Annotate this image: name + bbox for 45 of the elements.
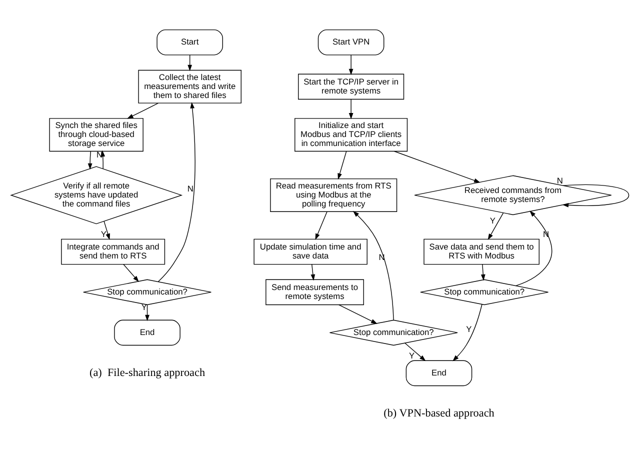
arrow [338, 150, 347, 180]
arrow [480, 264, 486, 281]
node-box: End [406, 360, 472, 386]
arrow [127, 102, 159, 119]
edge-label: Y [409, 350, 415, 360]
edge-label: Y [466, 324, 472, 334]
node-box: End [114, 320, 180, 346]
edge-label: N [187, 184, 194, 194]
arrow [348, 54, 354, 76]
node-box: Start [156, 29, 223, 56]
node-box: Start the TCP/IP server in remote systems [298, 74, 404, 100]
node-box: Save data and send them to RTS with Modbus [424, 238, 540, 265]
arrow [348, 99, 354, 120]
arrow [352, 210, 394, 320]
label: (b) VPN-based approach [384, 407, 494, 420]
arrow [452, 304, 482, 362]
arrow [310, 264, 316, 281]
arrow [188, 54, 192, 72]
arrow [104, 221, 110, 240]
node-box: Read measurements from RTS using Modbus at the polling frequency [270, 178, 398, 212]
arrow [145, 304, 150, 322]
node-box: Update simulation time and save data [254, 238, 368, 265]
node-box: Start VPN [318, 29, 384, 56]
arrow [158, 102, 196, 282]
arrow [488, 212, 504, 240]
node-box: Collect the latest measurements and write them to shared files [138, 70, 242, 104]
node-box: Send measurements to remote systems [266, 279, 364, 306]
edge-label: Y [100, 228, 106, 239]
node-box: Initialize and start Modbus and TCP/IP clients in communication interface [294, 118, 408, 152]
arrow [515, 210, 552, 286]
node-diamond: Stop communication? [420, 279, 549, 306]
edge-label: Y [490, 216, 496, 226]
arrow [338, 304, 378, 324]
label: (a) File-sharing approach [89, 366, 206, 379]
node-diamond: Stop communication? [83, 279, 212, 306]
arrow [315, 212, 328, 240]
node-box: Synch the shared files through cloud-based storage service [49, 118, 144, 152]
arrow [123, 264, 139, 282]
edge-label: N [556, 175, 563, 186]
arrow [394, 150, 480, 183]
arrow [404, 342, 426, 362]
node-diamond: Verify if all remote systems have updated the command files [10, 166, 183, 224]
arrow [88, 150, 92, 170]
arrow [562, 184, 630, 208]
node-box: Integrate commands and send them to RTS [61, 238, 166, 265]
